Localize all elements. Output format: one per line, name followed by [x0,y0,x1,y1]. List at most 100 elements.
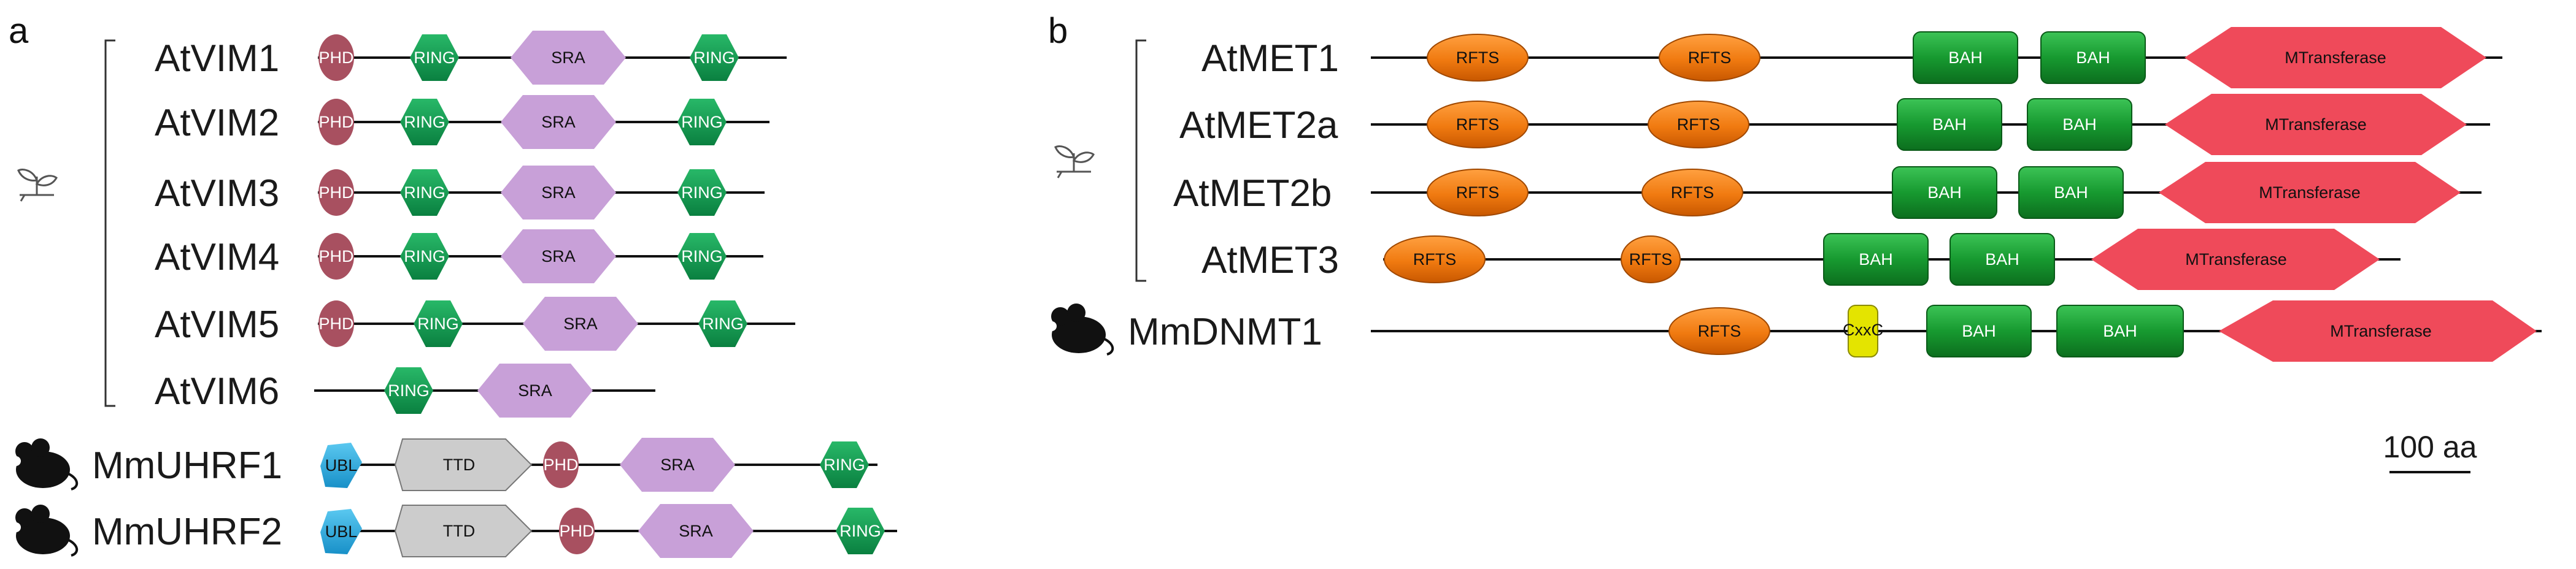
domain-ring [698,300,747,347]
bracket-plant-vim [104,39,115,407]
domain-ring [677,99,727,145]
scale-bar-label: 100 aa [2383,430,2477,464]
domain-label: MTransferase [2185,250,2287,269]
domain-sra [523,297,638,351]
domain-label: RFTS [1677,115,1721,134]
domain-ring [414,300,463,347]
panel-a: AtVIM1 PHD RING SRA RING AtVIM2 PHD RING… [11,31,897,558]
domain-label: TTD [443,522,475,540]
domain-label: BAH [1948,48,1983,67]
protein-name: AtVIM2 [155,102,279,144]
domain-label: BAH [1859,250,1893,269]
domain-ttd [394,505,533,557]
domain-label: SRA [518,381,552,400]
domain-rfts [1659,34,1760,82]
protein-name: AtVIM1 [155,37,279,80]
protein-row-mmdnmt1: MmDNMT1 RFTS CxxC BAH BAH MTransferase [1047,300,2542,362]
domain-sra [501,95,616,149]
domain-label: RFTS [1456,48,1500,67]
domain-ubl [320,509,362,554]
protein-row-atmet2a: AtMET2a RFTS RFTS BAH BAH MTransferase [1179,94,2490,155]
domain-rfts [1384,235,1486,283]
domain-label: MTransferase [2285,48,2386,67]
domain-label: RING [823,456,865,474]
panel-label-a: a [9,11,29,51]
domain-mtransferase [2165,94,2467,155]
domain-mtransferase [2091,229,2380,290]
domain-sra [638,504,754,558]
protein-name: MmDNMT1 [1128,311,1322,353]
protein-row-atvim2: AtVIM2 PHD RING SRA RING [155,95,769,149]
protein-row-mmuhrf2: MmUHRF2 UBL TTD PHD SRA RING [11,504,897,558]
domain-bah [1949,233,2055,286]
domain-label: RING [681,113,723,131]
panel-b: AtMET1 RFTS RFTS BAH BAH MTransferase At… [1047,27,2542,473]
domain-rfts [1621,235,1681,283]
domain-rfts [1427,101,1529,148]
protein-name: MmUHRF1 [92,445,282,487]
domain-phd [318,34,354,81]
domain-label: RFTS [1456,115,1500,134]
domain-label: SRA [541,247,576,265]
domain-bah [2018,166,2124,219]
protein-name: AtVIM3 [155,172,279,215]
domain-rfts [1427,169,1529,216]
domain-ring [400,99,449,145]
mouse-icon [11,438,78,491]
domain-bah [1823,233,1929,286]
protein-name: AtVIM4 [155,236,279,278]
domain-sra [501,166,616,220]
protein-name: AtMET2a [1179,104,1338,147]
protein-name: AtMET2b [1173,172,1332,215]
domain-label: SRA [563,315,598,333]
protein-row-atvim4: AtVIM4 PHD RING SRA RING [155,229,763,283]
bracket-plant-met [1135,39,1146,282]
domain-mtransferase [2159,162,2461,223]
domain-label: RFTS [1688,48,1732,67]
domain-ttd [394,438,533,491]
domain-mtransferase [2219,300,2537,362]
domain-label: MTransferase [2259,183,2361,202]
domain-phd [318,300,354,347]
protein-row-atvim5: AtVIM5 PHD RING SRA RING [155,297,795,351]
domain-label: PHD [318,247,353,265]
domain-label: BAH [2062,115,2097,134]
domain-label: RING [702,315,744,333]
domain-label: BAH [1962,322,1996,340]
domain-ring [836,508,885,554]
plant-seedling-icon [17,169,58,202]
domain-label: SRA [660,456,695,474]
domain-label: PHD [318,48,353,67]
domain-label: RFTS [1456,183,1500,202]
protein-row-atmet2b: AtMET2b RFTS RFTS BAH BAH MTransferase [1173,162,2482,223]
mouse-icon [1047,304,1114,356]
panel-label-b: b [1048,11,1068,51]
domain-ubl [320,443,362,488]
domain-phd [318,233,354,280]
domain-label: RFTS [1629,250,1673,269]
protein-row-atvim6: AtVIM6 RING SRA [155,364,655,418]
domain-ring [690,34,739,81]
domain-label: RING [839,522,881,540]
protein-name: AtMET1 [1201,37,1339,80]
domain-bah [2056,305,2184,357]
domain-sra [477,364,593,418]
domain-bah [1897,98,2002,151]
domain-label: RING [681,247,723,265]
domain-ring [677,233,727,280]
domain-bah [1892,166,1997,219]
domain-label: RING [681,183,723,202]
domain-label: SRA [551,48,585,67]
domain-rfts [1648,101,1749,148]
domain-label: SRA [541,183,576,202]
domain-label: PHD [318,315,353,333]
mouse-icon [11,505,78,557]
domain-bah [2027,98,2132,151]
domain-bah [1926,305,2032,357]
domain-label: RING [404,183,445,202]
domain-bah [2040,31,2146,84]
domain-rfts [1668,307,1770,355]
domain-label: BAH [1985,250,2019,269]
protein-row-atvim3: AtVIM3 PHD RING SRA RING [155,166,765,220]
domain-phd [543,441,579,488]
